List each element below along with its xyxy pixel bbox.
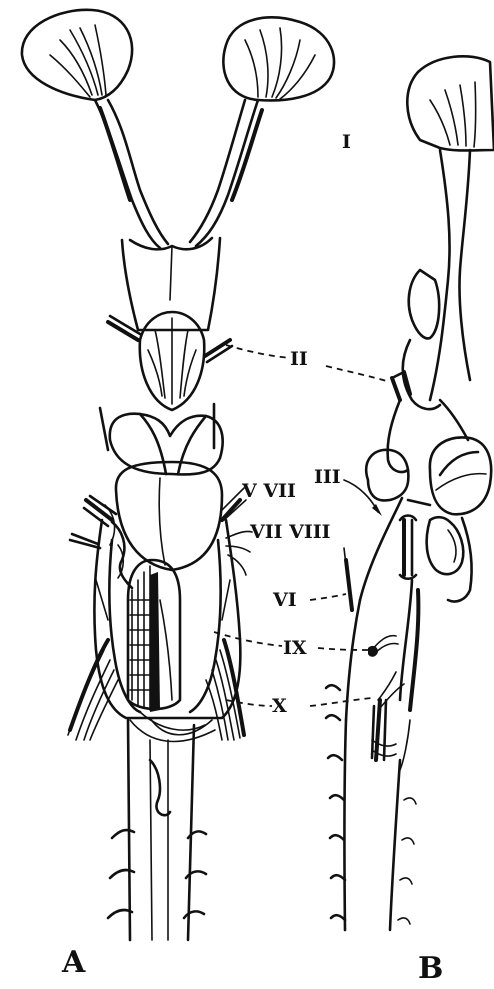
vagus-nerve-b xyxy=(376,700,380,760)
nerve-label-x: X xyxy=(272,695,287,717)
nerve-label-ix: IX xyxy=(283,637,307,659)
nerve-label-ii: II xyxy=(290,348,308,370)
medulla-b xyxy=(346,600,360,720)
forebrain-b xyxy=(409,270,439,338)
panel-b-drawing xyxy=(326,56,494,930)
nerve-label-iii: III xyxy=(314,466,341,488)
panel-a-drawing xyxy=(22,10,334,940)
panel-label-a: A xyxy=(61,945,86,980)
olfactory-tract-right xyxy=(196,100,258,246)
olfactory-bulb-b xyxy=(407,56,494,150)
optic-nerve-right xyxy=(205,340,230,356)
olfactory-tract-b xyxy=(430,150,450,400)
cranial-nerve-v-right xyxy=(222,500,240,520)
nerve-label-v-vii: V VII xyxy=(241,480,296,502)
cerebellum xyxy=(116,462,222,570)
panel-label-b: B xyxy=(418,951,443,986)
nerve-label-vii-viii: VII VIII xyxy=(249,521,331,543)
nerve-label-i: I xyxy=(342,131,351,153)
nerve-label-vi: VI xyxy=(272,589,297,611)
optic-lobes xyxy=(110,414,223,475)
olfactory-bulb-left xyxy=(22,10,132,100)
olfactory-bulb-right xyxy=(223,17,334,100)
